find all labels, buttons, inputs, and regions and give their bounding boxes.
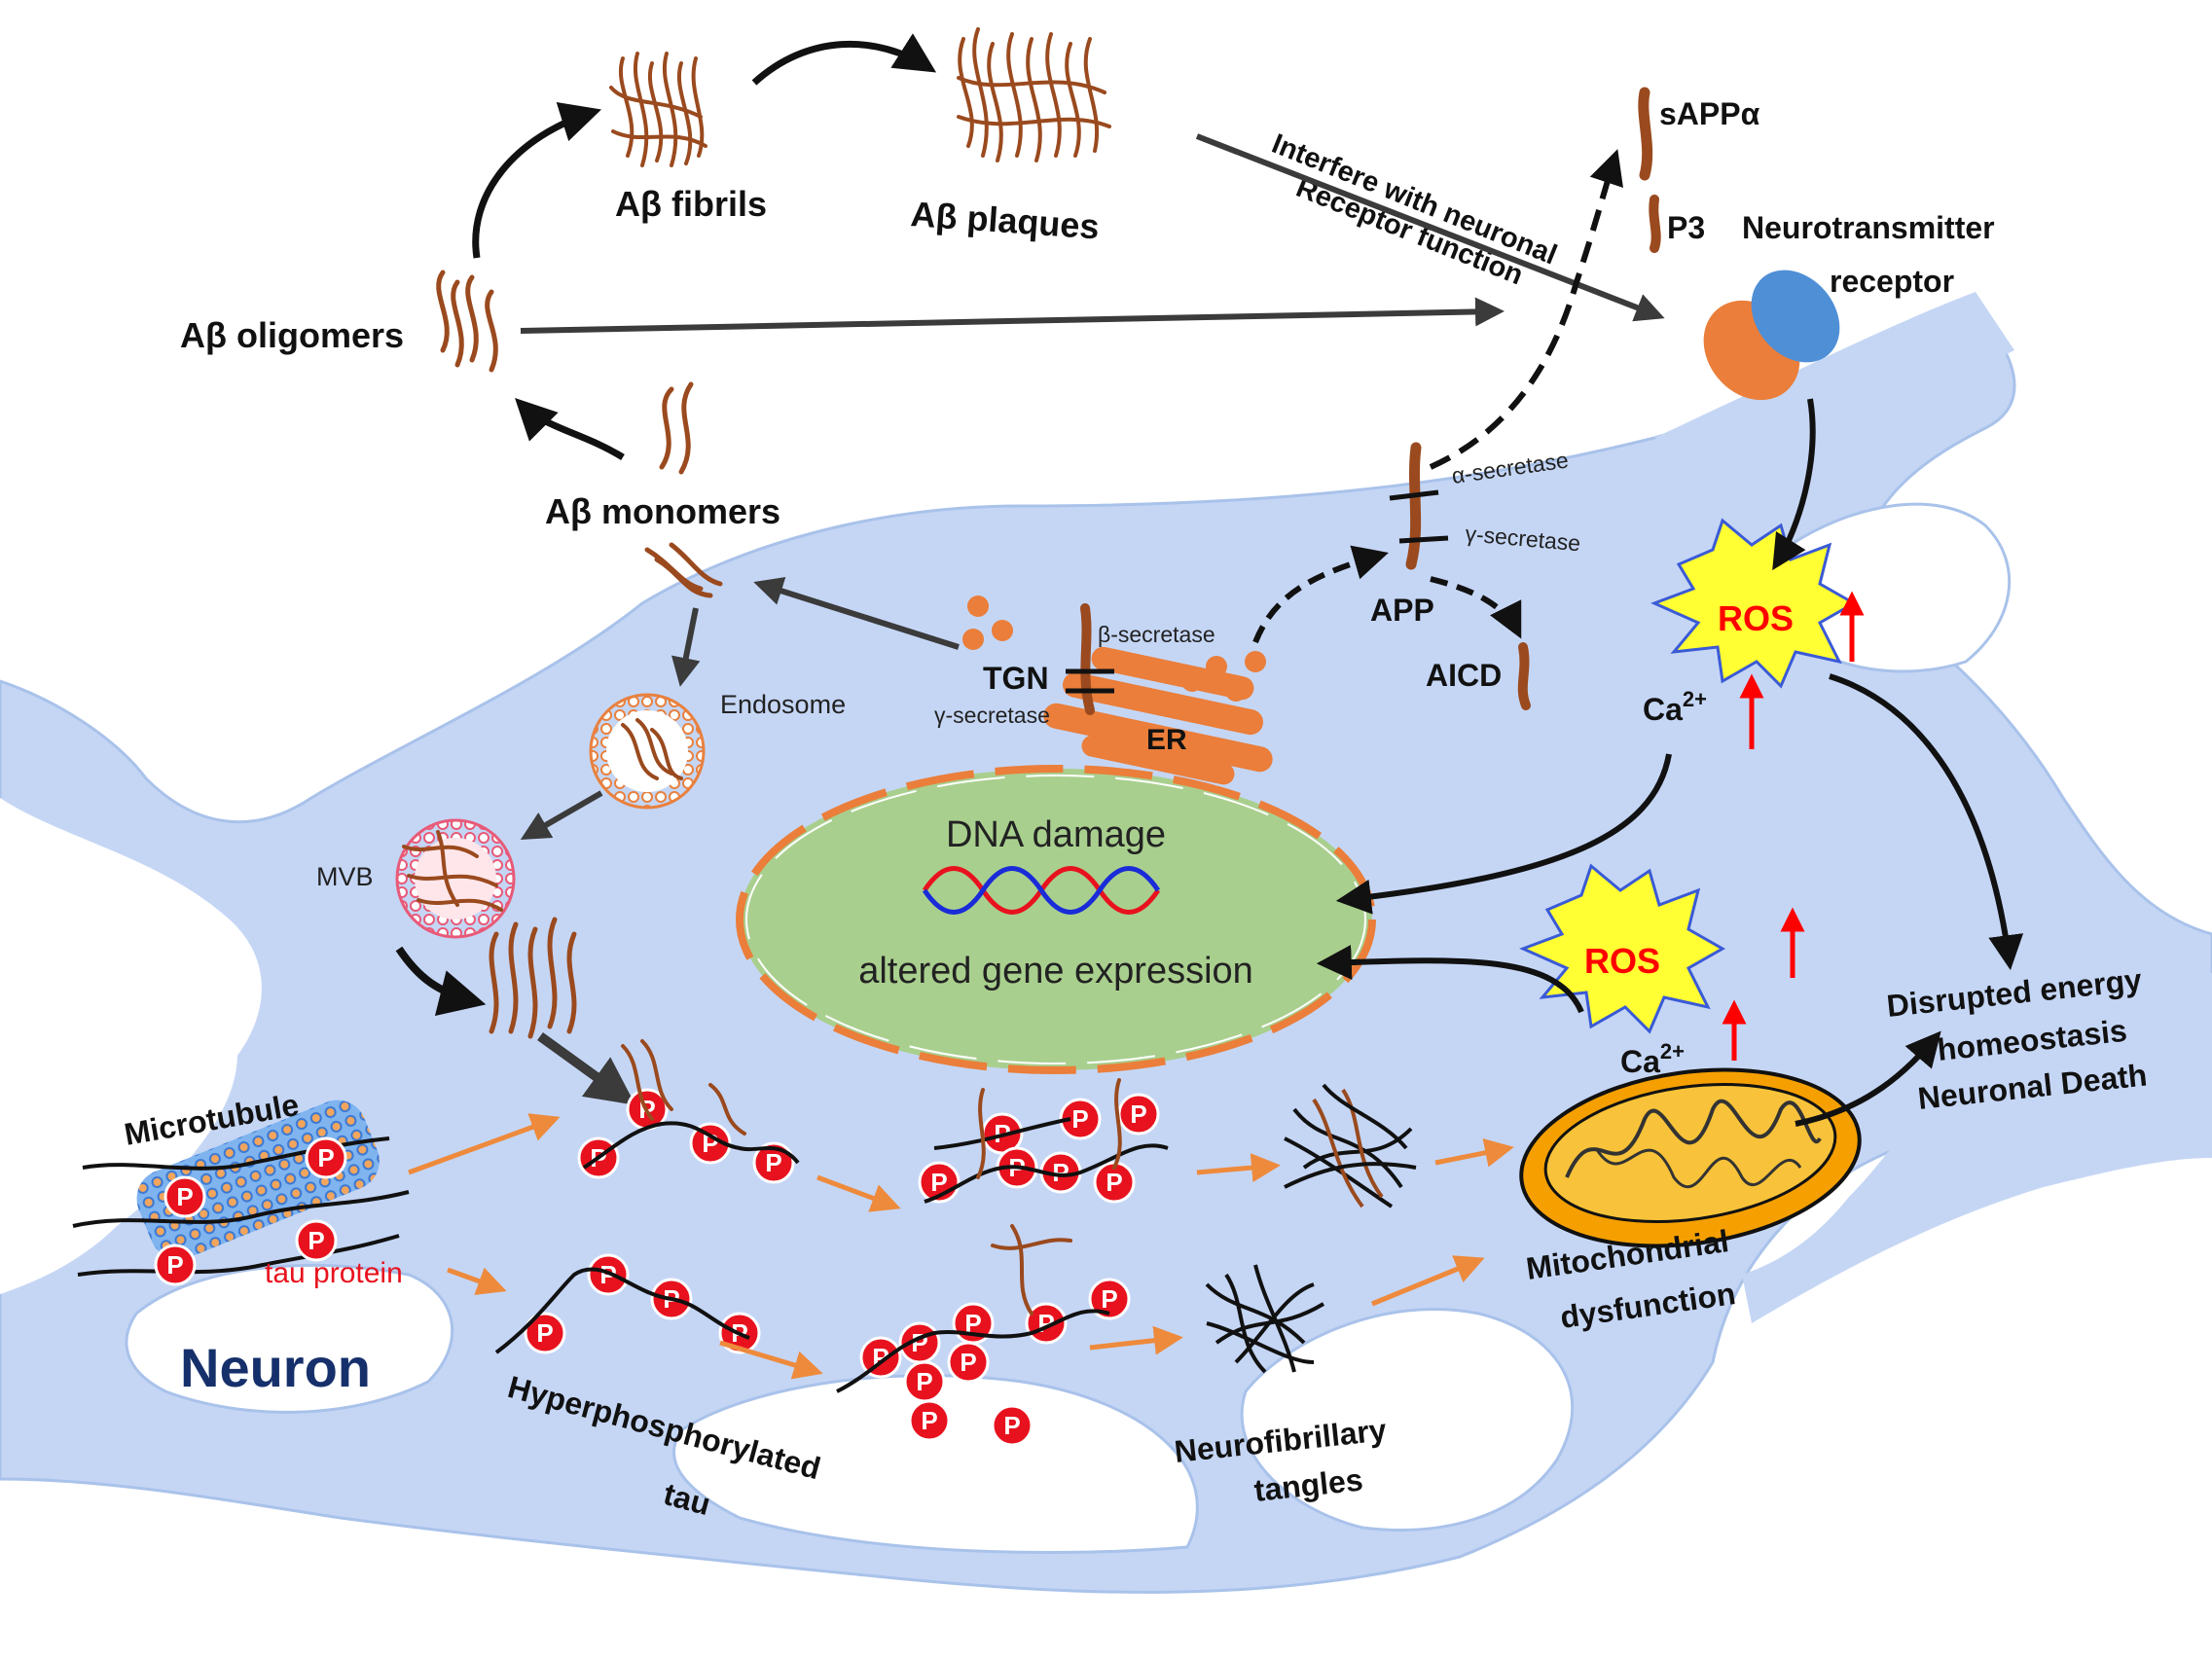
interfere-arrows [520, 133, 1665, 334]
abeta-fibrils [609, 52, 707, 167]
altered-gene-expression-label: altered gene expression [858, 951, 1253, 992]
phospho-p-label: P [964, 1309, 981, 1338]
released-abeta [489, 917, 577, 1039]
phospho-p-label: P [911, 1328, 927, 1357]
phospho-circle [1093, 1161, 1136, 1204]
nft-cluster-mixed [1284, 1083, 1417, 1208]
abeta-oligomers [436, 270, 498, 373]
phospho-p-label: P [1130, 1100, 1146, 1129]
phospho-p-label: P [176, 1182, 193, 1211]
tgn-to-monomers-arrow [753, 576, 960, 650]
abeta-fibrils-label: Aβ fibrils [615, 184, 767, 224]
increase-arrows [1722, 591, 1865, 1061]
dna-damage-label: DNA damage [946, 814, 1166, 855]
sappa-label: sAPPα [1659, 96, 1760, 131]
neurotransmitter-receptor: Neurotransmitter receptor [1703, 210, 1995, 401]
phospho-circle [154, 1244, 197, 1286]
phospho-circle [1088, 1278, 1131, 1320]
phospho-p-label: P [1106, 1168, 1122, 1197]
ca-top-label: Ca2+ [1643, 687, 1707, 727]
mvb-label: MVB [316, 862, 374, 891]
phospho-p-label: P [536, 1318, 553, 1348]
nft-cluster-black [1205, 1264, 1325, 1374]
er-label: ER [1146, 724, 1187, 756]
phospho-p-label: P [1052, 1158, 1069, 1187]
phospho-p-label: P [308, 1226, 324, 1255]
phospho-p-label: P [960, 1348, 976, 1377]
phospho-p-label: P [765, 1148, 781, 1177]
phospho-circle [1059, 1098, 1102, 1140]
abeta-oligomers-label: Aβ oligomers [180, 315, 404, 355]
neuron-title: Neuron [180, 1337, 371, 1398]
ca-bottom-label: Ca2+ [1620, 1039, 1685, 1079]
phospho-circle [991, 1404, 1033, 1447]
tau-brown-fibrils [621, 1039, 1122, 1316]
phospho-p-label: P [702, 1129, 718, 1158]
phospho-circle [947, 1341, 990, 1384]
er-tgn-complex: TGN β-secretase γ-secretase ER [934, 595, 1273, 785]
gamma-secretase-er-label: γ-secretase [934, 703, 1050, 728]
phospho-p-label: P [921, 1406, 937, 1435]
phospho-p-label: P [317, 1143, 334, 1172]
phospho-circle [305, 1136, 347, 1179]
phospho-p-label: P [1071, 1104, 1088, 1134]
abeta-plaques [957, 27, 1111, 162]
tau-progression-arrows [408, 1113, 1514, 1380]
phospho-circle [689, 1122, 732, 1165]
mvb-vesicle [395, 818, 516, 939]
endosomal-arrows [395, 607, 701, 1105]
phospho-circle [908, 1399, 951, 1442]
phospho-p-label: P [916, 1367, 932, 1396]
receptor-label-line2: receptor [1830, 264, 1954, 299]
phospho-p-label: P [166, 1250, 183, 1280]
p3-label: P3 [1667, 210, 1705, 245]
mitochondrion [1519, 1067, 1862, 1248]
tgn-label: TGN [983, 661, 1049, 696]
aicd-label: AICD [1426, 658, 1502, 693]
abeta-monomers-label: Aβ monomers [545, 491, 780, 531]
phospho-circle [524, 1312, 566, 1354]
tau-chains [494, 1117, 1169, 1393]
ros-burst-bottom: ROS [1519, 863, 1726, 1034]
tau-protein-label: tau protein [265, 1257, 403, 1289]
alpha-pathway-arrow [1429, 149, 1623, 470]
beta-secretase-er-label: β-secretase [1098, 622, 1215, 647]
phospho-p-label: P [1101, 1284, 1117, 1314]
phospho-circle [859, 1336, 902, 1379]
dna-helix-icon [922, 866, 1161, 915]
aicd-pathway-arrow [1430, 576, 1522, 639]
app-label: APP [1370, 593, 1434, 628]
endosome-vesicle [589, 693, 706, 810]
aggregation-arrows [472, 33, 937, 460]
signalling-arrows [1316, 398, 2024, 1127]
phospho-p-label: P [1003, 1411, 1020, 1440]
nucleus: DNA damage altered gene expression [736, 765, 1376, 1074]
phospho-p-label: P [930, 1168, 947, 1197]
receptor-label-line1: Neurotransmitter [1742, 210, 1995, 245]
phospho-circle [163, 1175, 206, 1218]
ros-bottom-label: ROS [1584, 941, 1660, 981]
phospho-circle [295, 1219, 338, 1262]
abeta-plaques-label: Aβ plaques [909, 194, 1100, 246]
abeta-monomers [644, 381, 723, 598]
endosome-label: Endosome [720, 690, 846, 719]
ros-top-label: ROS [1718, 598, 1794, 638]
